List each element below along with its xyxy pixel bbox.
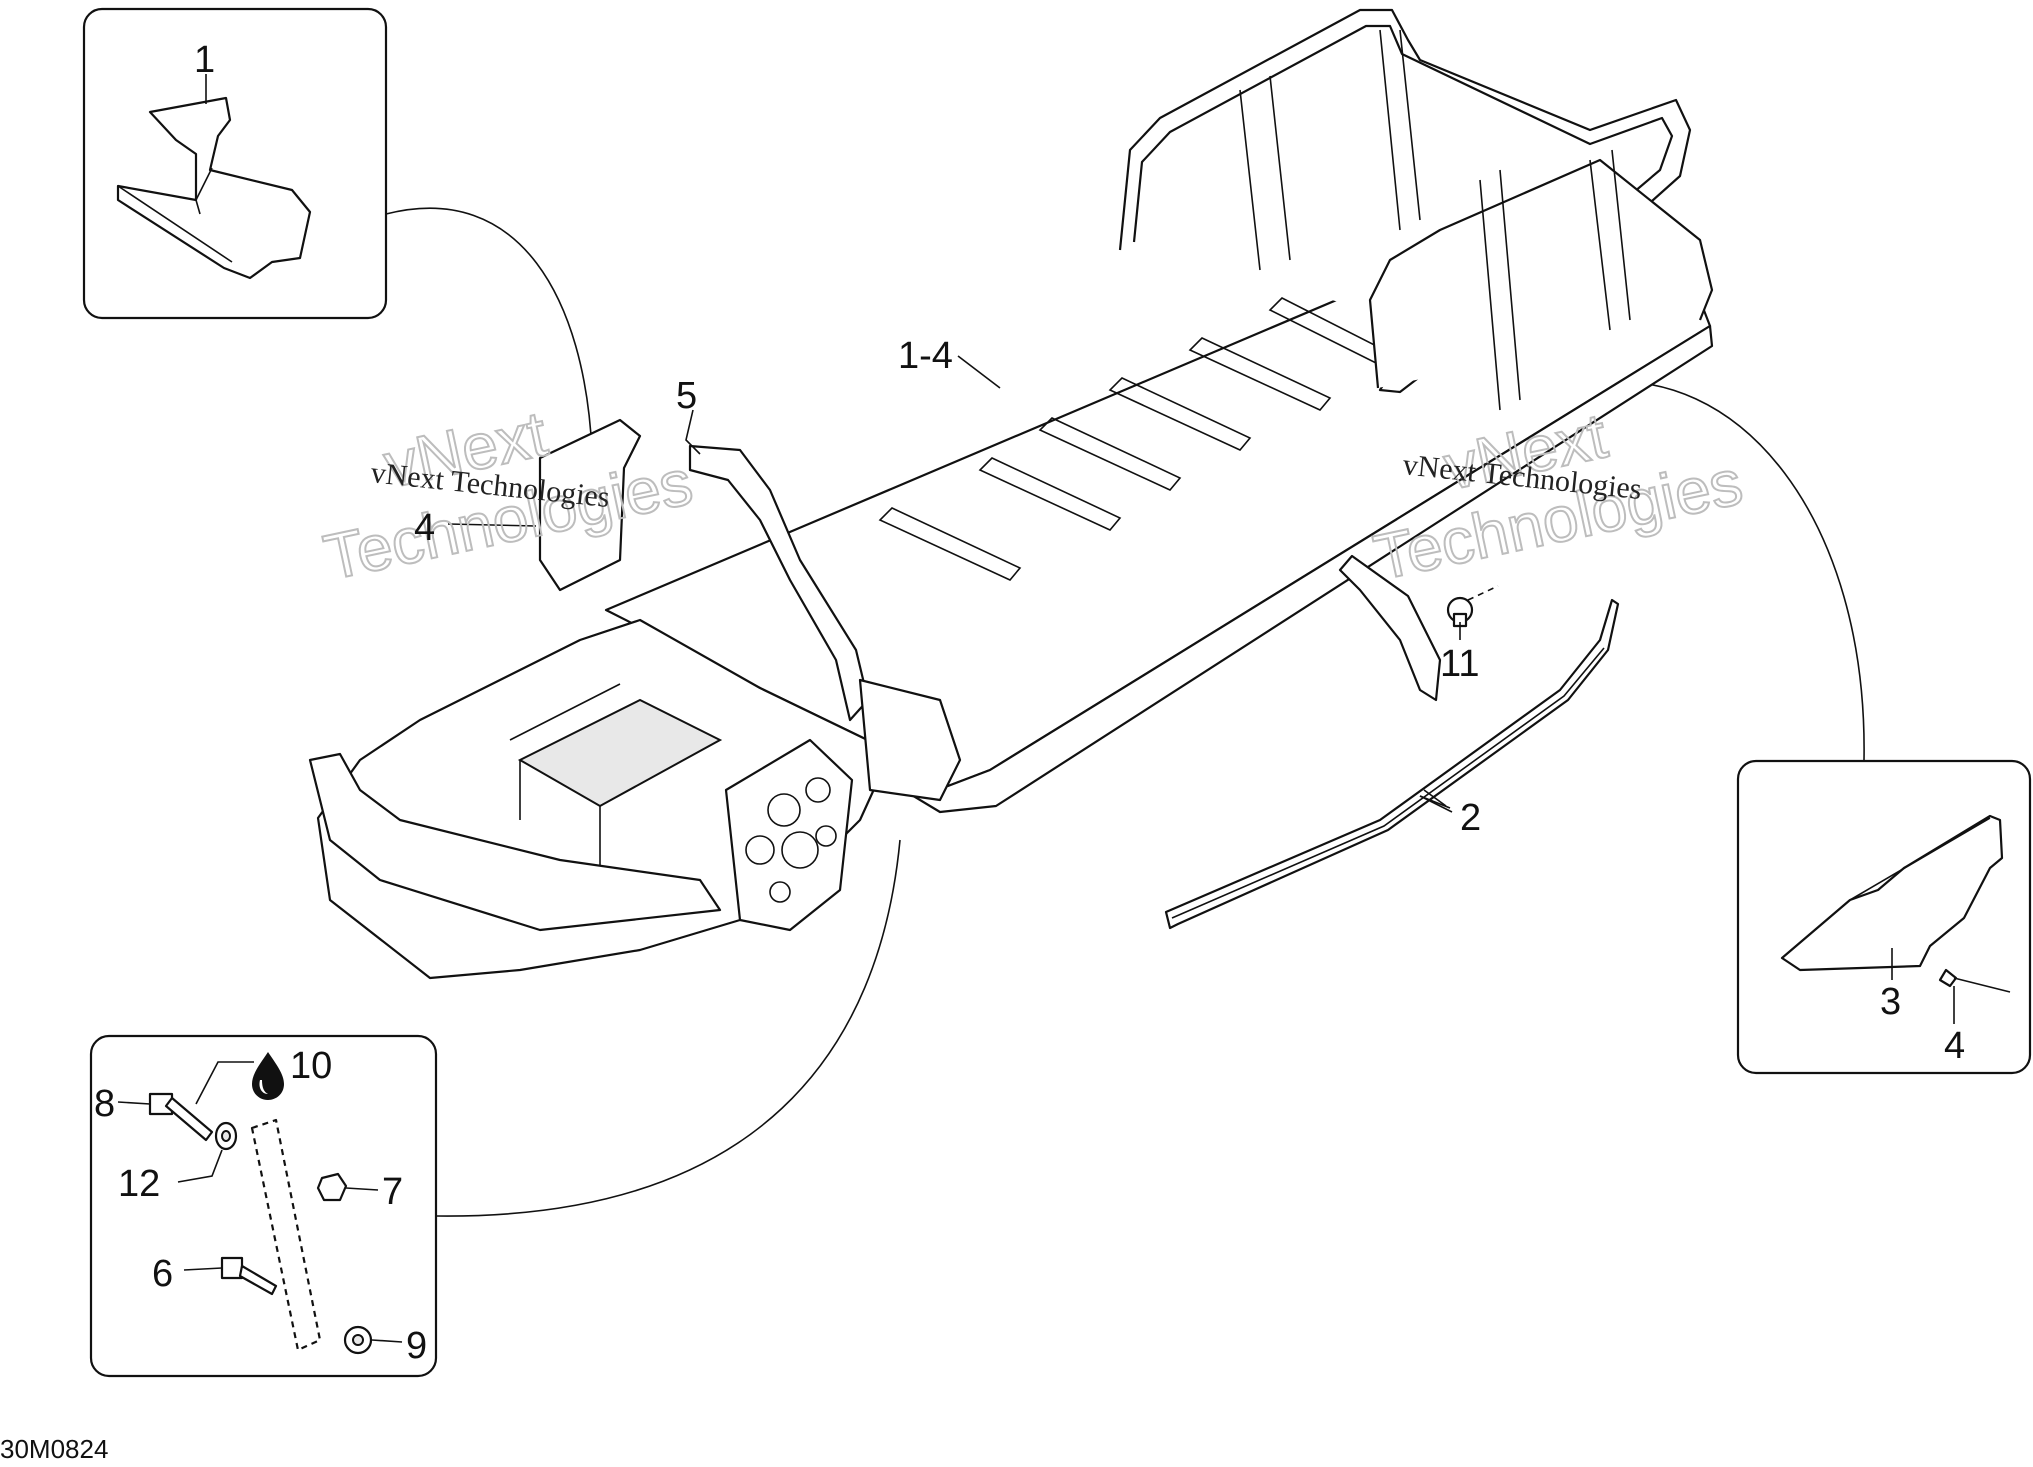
callout-4-main: 4	[414, 507, 435, 549]
callout-10: 10	[290, 1045, 332, 1087]
callout-6: 6	[152, 1253, 173, 1295]
callout-2: 2	[1460, 797, 1481, 839]
callout-8: 8	[94, 1083, 115, 1125]
callout-1-4: 1-4	[898, 335, 953, 377]
callout-12: 12	[118, 1163, 160, 1205]
rear-rack	[1118, 8, 1714, 411]
oil-drop-icon	[252, 1052, 284, 1100]
callout-11: 11	[1440, 643, 1479, 685]
plug-11	[1446, 585, 1499, 640]
connector-right	[1587, 380, 1865, 761]
callout-3: 3	[1880, 981, 1901, 1023]
inset-bottom-left	[89, 1034, 438, 1378]
connector-bottom-left	[435, 839, 901, 1217]
inset-top-left	[82, 7, 388, 320]
callout-5: 5	[676, 375, 697, 417]
callout-7: 7	[382, 1171, 403, 1213]
drawing-code: 30M0824	[0, 1434, 108, 1462]
connector-top-left	[385, 207, 593, 453]
inset-right	[1736, 759, 2032, 1075]
callout-1: 1	[194, 39, 215, 81]
slide-rail	[1164, 598, 1620, 930]
callout-9: 9	[406, 1325, 427, 1367]
callout-4-inset: 4	[1944, 1025, 1965, 1067]
